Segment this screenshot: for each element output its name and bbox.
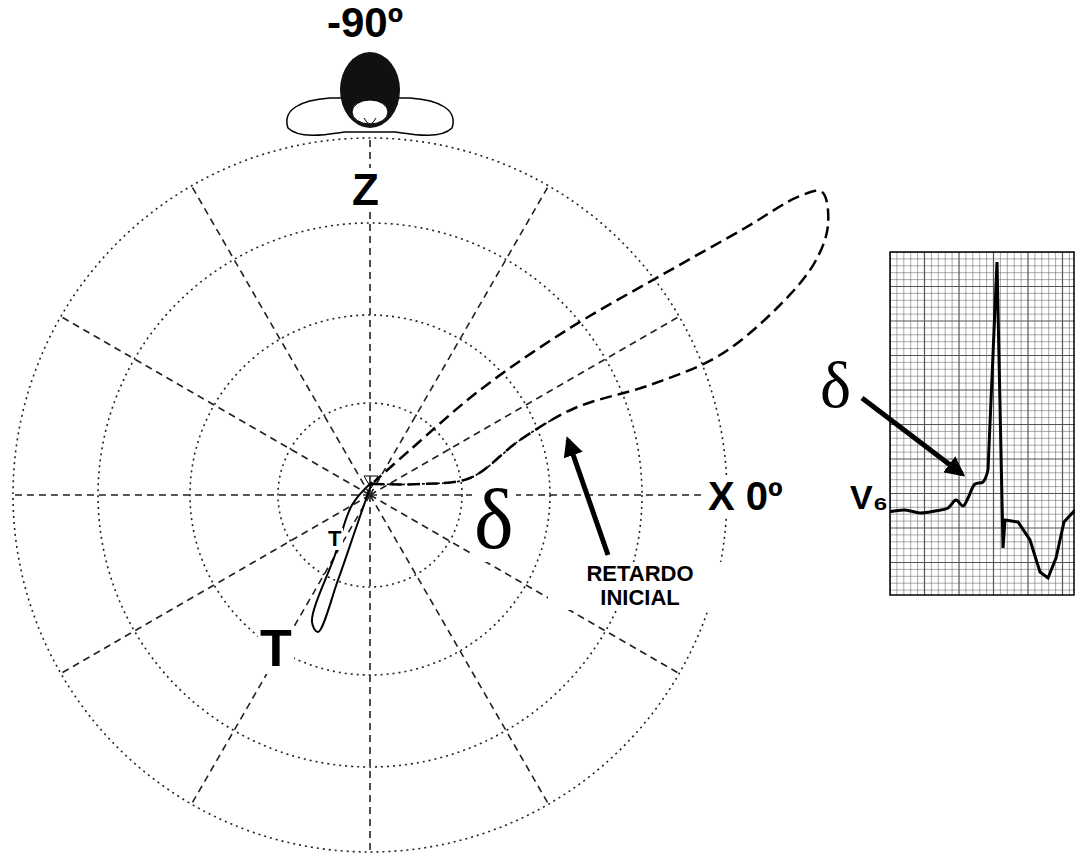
grid-spoke bbox=[370, 494, 727, 496]
t-loop bbox=[312, 482, 372, 632]
ecg-frame bbox=[890, 252, 1074, 595]
grid-spoke bbox=[370, 495, 549, 804]
grid-spoke bbox=[370, 317, 679, 496]
t-label: T bbox=[326, 528, 343, 550]
delta-symbol: δ bbox=[818, 352, 853, 418]
angle-label: -90º bbox=[325, 2, 405, 44]
grid-spoke bbox=[61, 317, 370, 496]
lead-label: V₆ bbox=[848, 480, 890, 514]
axis-label: X 0º bbox=[706, 476, 785, 516]
grid-spoke bbox=[370, 186, 549, 495]
delta-symbol: δ bbox=[472, 478, 516, 562]
axis-label: Z bbox=[350, 168, 381, 212]
qrs-loop bbox=[372, 191, 828, 485]
grid-spoke bbox=[13, 494, 370, 496]
head-figure bbox=[287, 52, 453, 135]
polar-grid bbox=[13, 138, 727, 852]
ecg-strip bbox=[890, 252, 1075, 595]
grid-spoke bbox=[192, 186, 371, 495]
annotation-label: RETARDO INICIAL bbox=[548, 562, 732, 610]
origin-mark bbox=[364, 476, 378, 488]
t-label: T bbox=[258, 622, 294, 674]
pointer-arrow bbox=[862, 398, 962, 474]
grid-spoke bbox=[369, 495, 371, 852]
grid-spoke bbox=[192, 495, 371, 804]
grid-circle bbox=[13, 138, 727, 852]
initial-segment bbox=[372, 415, 560, 484]
pointer-arrow bbox=[568, 440, 608, 555]
